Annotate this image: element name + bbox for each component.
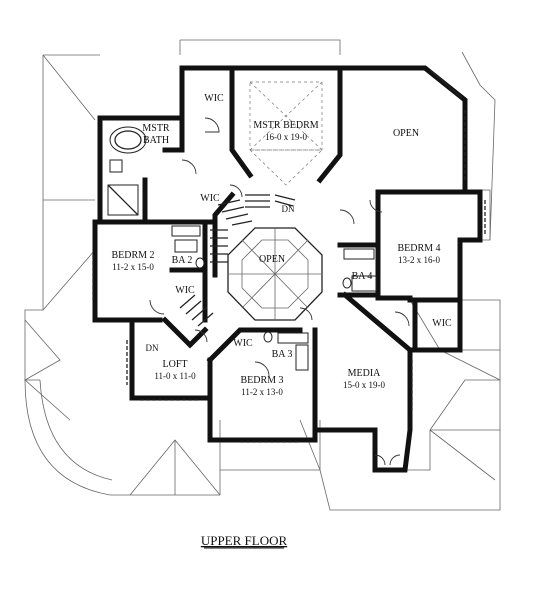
bedrm3-label: BEDRM 3 xyxy=(240,375,283,386)
wic-top-label: WIC xyxy=(204,93,224,104)
bedrm3-dims: 11-2 x 13-0 xyxy=(241,387,283,397)
wic-bed2-label: WIC xyxy=(175,285,195,296)
vanity-ba3 xyxy=(277,332,309,344)
mstr-bedrm-label: MSTR BEDRM xyxy=(253,120,318,131)
mstr-bath-label-1: MSTR xyxy=(142,123,170,134)
open-top-label: OPEN xyxy=(393,128,419,139)
media-label: MEDIA xyxy=(348,368,382,379)
room-labels: MSTR BEDRM 16-0 x 19-0 OPEN MSTR BATH WI… xyxy=(111,93,452,397)
ba3-label: BA 3 xyxy=(272,349,293,360)
ba2-label: BA 2 xyxy=(172,255,193,266)
central-open-octagon xyxy=(227,227,323,321)
vanity-ba4 xyxy=(343,248,375,260)
bedrm2-label: BEDRM 2 xyxy=(111,250,154,261)
windows xyxy=(92,69,486,443)
bedrm4-dims: 13-2 x 16-0 xyxy=(398,255,440,265)
media-dims: 15-0 x 19-0 xyxy=(343,380,385,390)
doors xyxy=(149,117,410,466)
dn-lower-label: DN xyxy=(146,343,159,353)
walls xyxy=(92,65,483,473)
loft-dims: 11-0 x 11-0 xyxy=(154,371,196,381)
mstr-bath-label-2: BATH xyxy=(143,135,169,146)
wic-bed4-label: WIC xyxy=(432,318,452,329)
fixtures xyxy=(107,126,377,371)
master-ceiling xyxy=(249,81,323,186)
wic-mid-label: WIC xyxy=(200,193,220,204)
mstr-bedrm-dims: 16-0 x 19-0 xyxy=(265,132,307,142)
dn-upper-label: DN xyxy=(282,204,295,214)
vanity-ba2 xyxy=(171,225,201,237)
roof-lines xyxy=(24,39,501,511)
plan-title: UPPER FLOOR xyxy=(201,533,288,548)
loft-label: LOFT xyxy=(163,359,188,370)
ba4-label: BA 4 xyxy=(352,271,373,282)
stairs xyxy=(179,194,296,327)
wic-bed3-label: WIC xyxy=(233,338,253,349)
bedrm2-dims: 11-2 x 15-0 xyxy=(112,262,154,272)
bedrm4-label: BEDRM 4 xyxy=(397,243,440,254)
open-center-label: OPEN xyxy=(259,254,285,265)
